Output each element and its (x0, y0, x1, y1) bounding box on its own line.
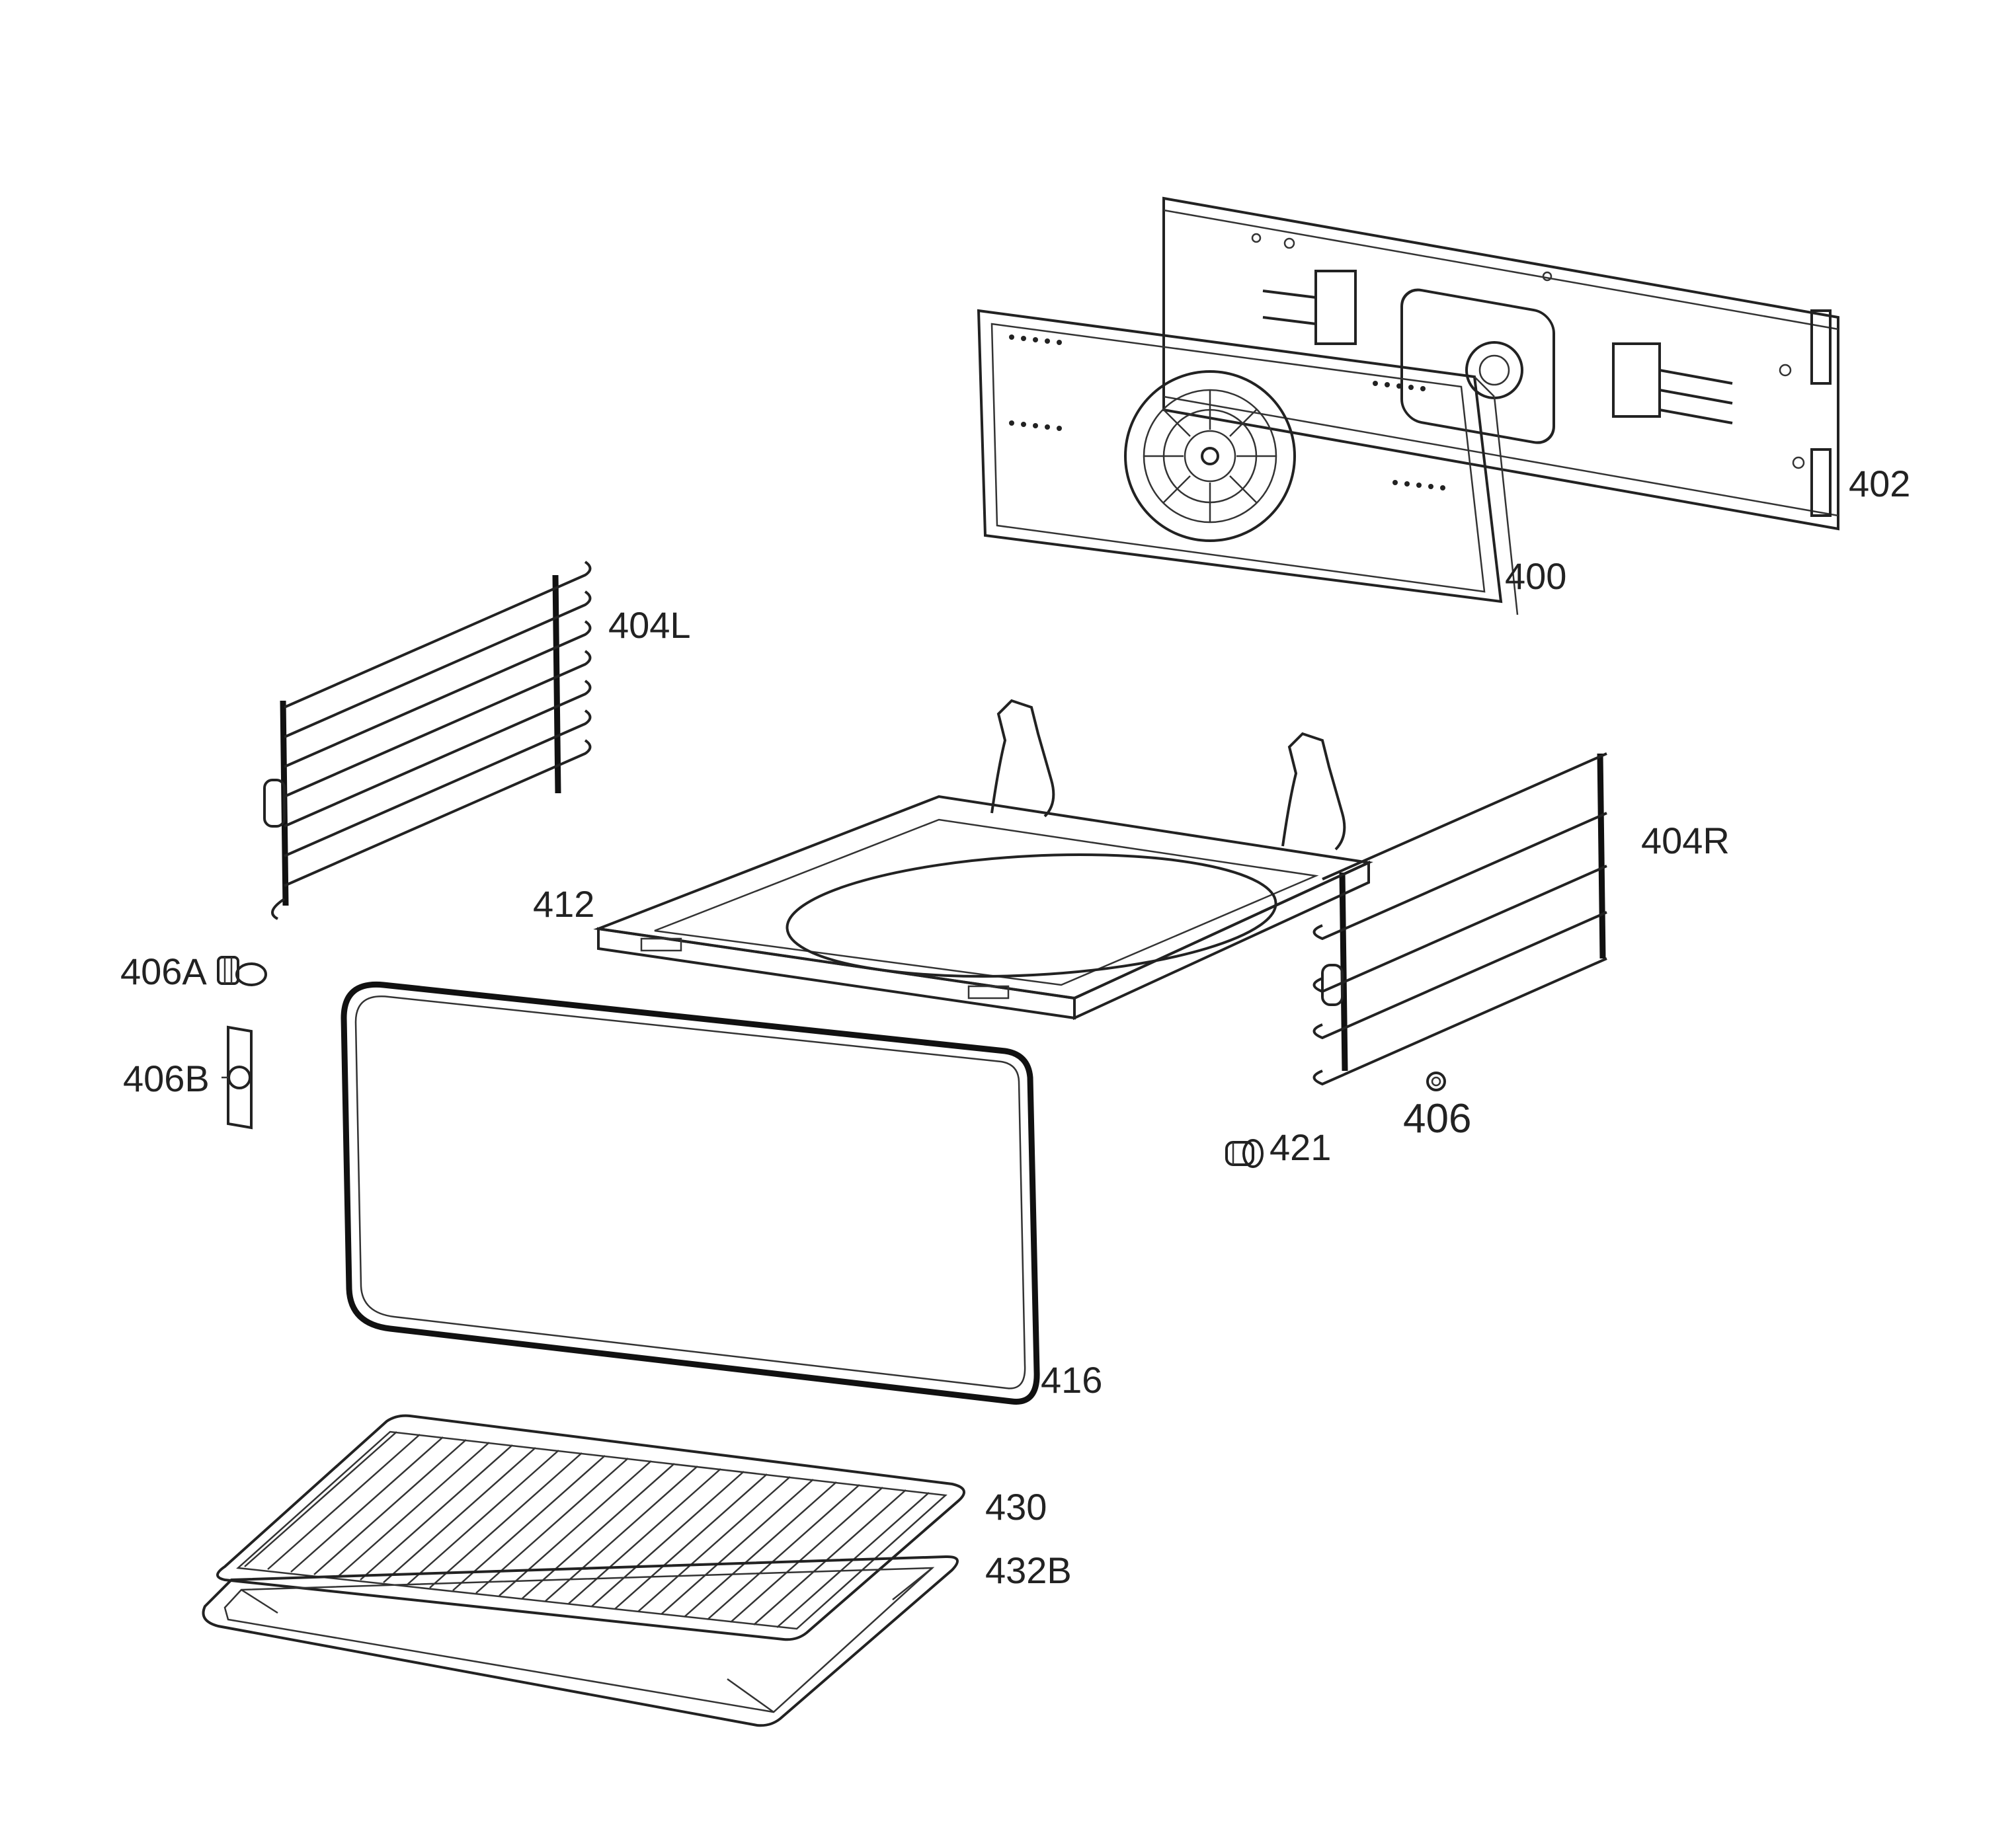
label-412: 412 (533, 883, 595, 925)
plug-421 (1225, 1139, 1264, 1168)
label-406A: 406A (120, 951, 207, 992)
label-402: 402 (1849, 463, 1911, 504)
label-404L: 404L (608, 604, 691, 646)
label-404R: 404R (1641, 820, 1730, 861)
left-rack-support-404L (263, 561, 592, 920)
label-432B: 432B (985, 1549, 1072, 1591)
right-rack-support-404R (1312, 752, 1607, 1086)
lamp-bulb-406A (217, 956, 267, 986)
oven-rack-430 (216, 1414, 965, 1641)
lamp-seal-406B (222, 1025, 253, 1130)
fan-cover-400 (977, 309, 1519, 615)
label-406: 406 (1403, 1096, 1472, 1142)
label-400: 400 (1505, 555, 1567, 597)
baking-tray-432B (202, 1555, 959, 1727)
door-gasket-416 (341, 981, 1040, 1405)
label-421: 421 (1270, 1126, 1332, 1168)
label-416: 416 (1041, 1359, 1103, 1401)
label-430: 430 (985, 1486, 1047, 1528)
bottom-frame-412 (593, 699, 1373, 1021)
lamp-cover-406 (1426, 1072, 1446, 1091)
label-406B: 406B (123, 1058, 210, 1099)
